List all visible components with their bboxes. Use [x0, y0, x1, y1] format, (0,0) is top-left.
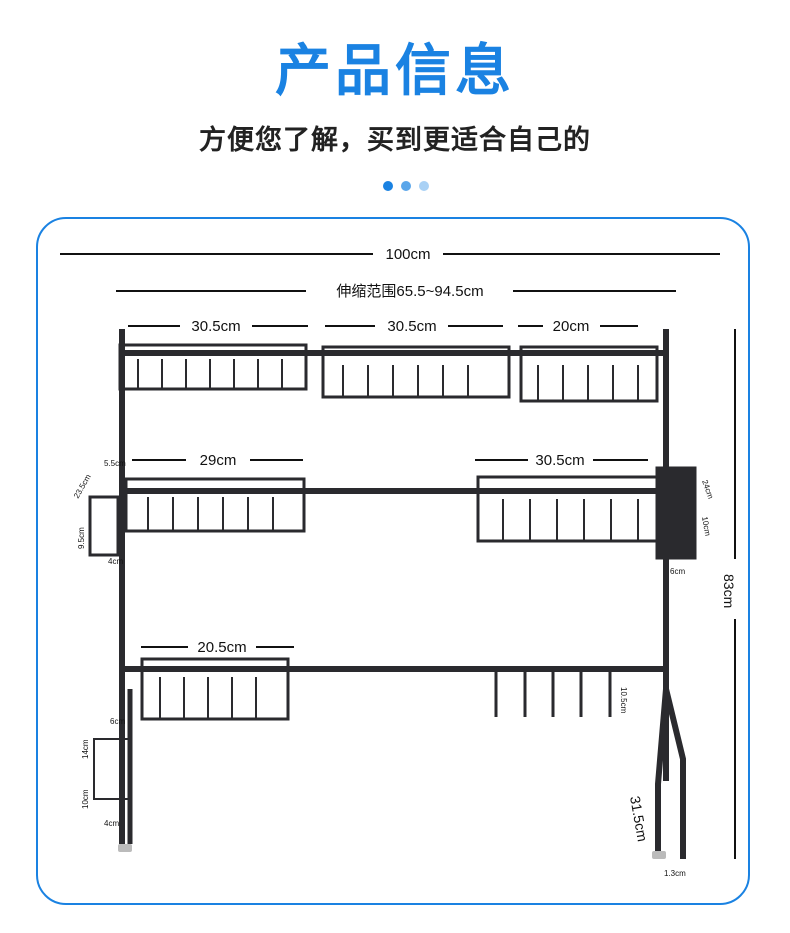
rack-frame	[88, 329, 697, 859]
dim-knife-base: 4cm	[108, 557, 123, 566]
dim-total-height: 83cm	[721, 574, 737, 608]
dimension-lines	[60, 253, 736, 859]
dot-2	[401, 181, 411, 191]
page-subtitle: 方便您了解，买到更适合自己的	[199, 125, 591, 156]
dim-hook-height: 10.5cm	[619, 687, 628, 714]
dim-foot: 1.3cm	[664, 869, 686, 878]
dim-knife-top: 5.5cm	[104, 459, 126, 468]
dim-board-height2: 10cm	[81, 789, 90, 809]
dim-board-height: 14cm	[81, 739, 90, 759]
dim-cup-width: 24cm	[700, 479, 715, 501]
rack-feet	[118, 844, 666, 859]
dim-cup-depth: 6cm	[670, 567, 685, 576]
page-title: 产品信息	[275, 39, 515, 104]
dim-mid-basket-right: 30.5cm	[535, 452, 584, 469]
dim-leg-width: 31.5cm	[627, 795, 651, 843]
pagination-dots	[383, 181, 429, 191]
dim-board-base: 4cm	[104, 819, 119, 828]
dim-top-basket-2: 30.5cm	[387, 318, 436, 335]
basket-slats	[137, 359, 639, 719]
dim-top-basket-3: 20cm	[553, 318, 590, 335]
dim-top-basket-1: 30.5cm	[191, 318, 240, 335]
dim-knife-height: 9.5cm	[77, 527, 86, 549]
dim-low-basket: 20.5cm	[197, 639, 246, 656]
dot-3	[419, 181, 429, 191]
dot-active	[383, 181, 393, 191]
dim-board-width: 6cm	[110, 717, 125, 726]
dim-mid-basket-left: 29cm	[200, 452, 237, 469]
dim-telescopic-range: 伸缩范围65.5~94.5cm	[336, 283, 483, 300]
dim-cup-height: 10cm	[700, 516, 712, 537]
dim-total-width: 100cm	[385, 246, 430, 263]
rack-diagram: 100cm 伸缩范围65.5~94.5cm 30.5cm 30.5cm 20cm…	[60, 246, 737, 878]
product-frame	[36, 217, 750, 905]
